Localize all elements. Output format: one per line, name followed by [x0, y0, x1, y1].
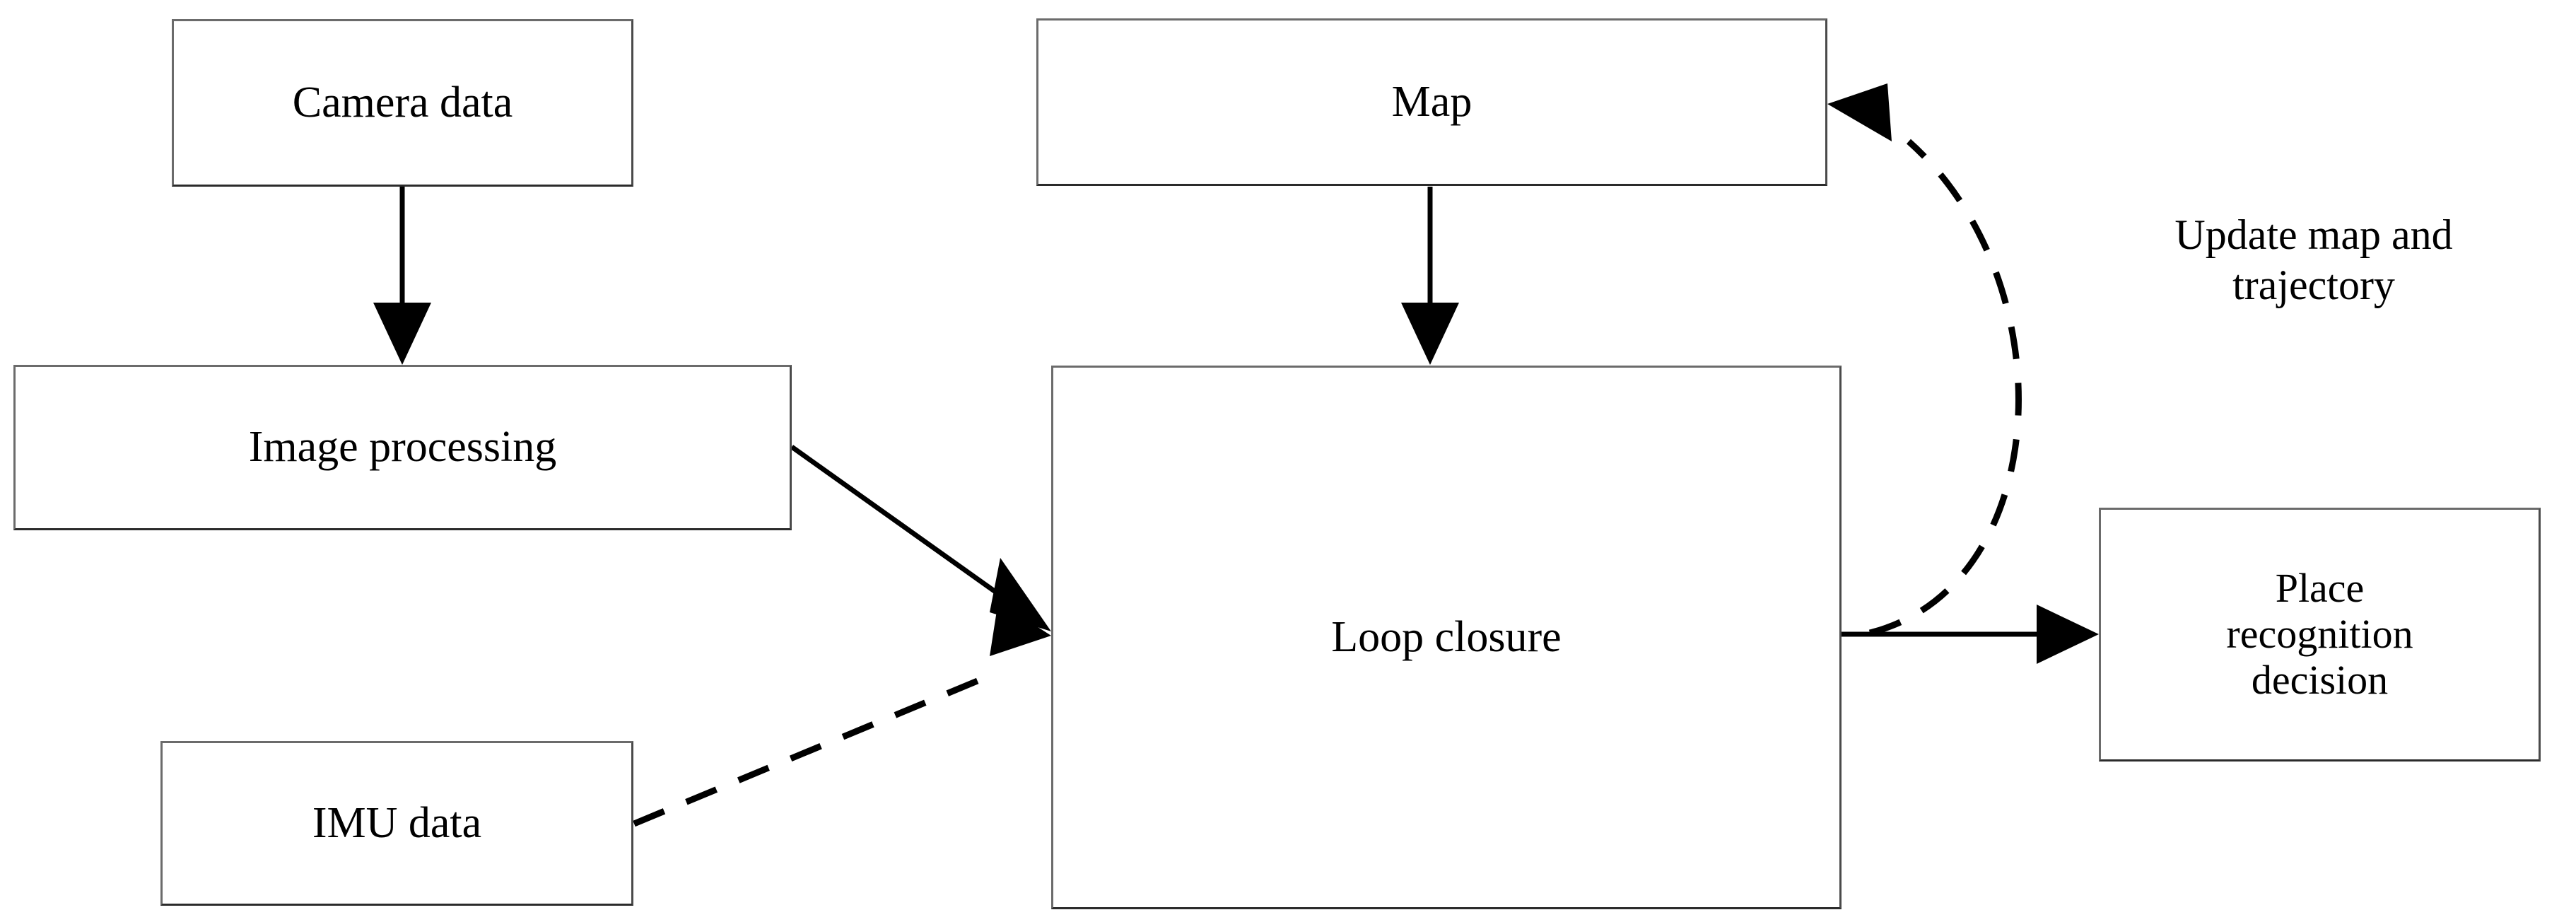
arrowhead-icon [990, 602, 1051, 656]
node-camera-data[interactable]: Camera data [172, 19, 633, 187]
node-map[interactable]: Map [1036, 18, 1827, 186]
node-loop-closure[interactable]: Loop closure [1051, 366, 1842, 909]
node-loop-closure-label: Loop closure [1331, 612, 1562, 661]
edge-map-to-loop-closure [1401, 187, 1459, 365]
edge-camera-to-image-processing [373, 187, 431, 365]
node-image-processing-label: Image processing [248, 423, 557, 472]
node-image-processing[interactable]: Image processing [13, 365, 792, 530]
node-imu-data-label: IMU data [312, 798, 482, 847]
arrowhead-icon [2037, 605, 2099, 664]
node-camera-data-label: Camera data [292, 78, 513, 127]
arrowhead-icon [373, 303, 431, 365]
edge-label-update-map-and-trajectory: Update map and trajectory [2174, 211, 2453, 308]
edge-loop-closure-to-map-update [1827, 83, 2022, 636]
node-place-recognition-decision[interactable]: Place recognition decision [2099, 508, 2541, 761]
node-place-recognition-decision-label: Place recognition decision [2226, 565, 2413, 703]
node-imu-data[interactable]: IMU data [160, 741, 633, 906]
node-map-label: Map [1391, 77, 1473, 126]
arrowhead-icon [1401, 303, 1459, 365]
edge-loop-closure-to-place-recognition [1838, 605, 2099, 664]
arrowhead-icon [1827, 83, 1892, 141]
edge-imu-to-loop-closure [633, 602, 1051, 827]
edge-image-processing-to-loop-closure [790, 445, 1051, 631]
